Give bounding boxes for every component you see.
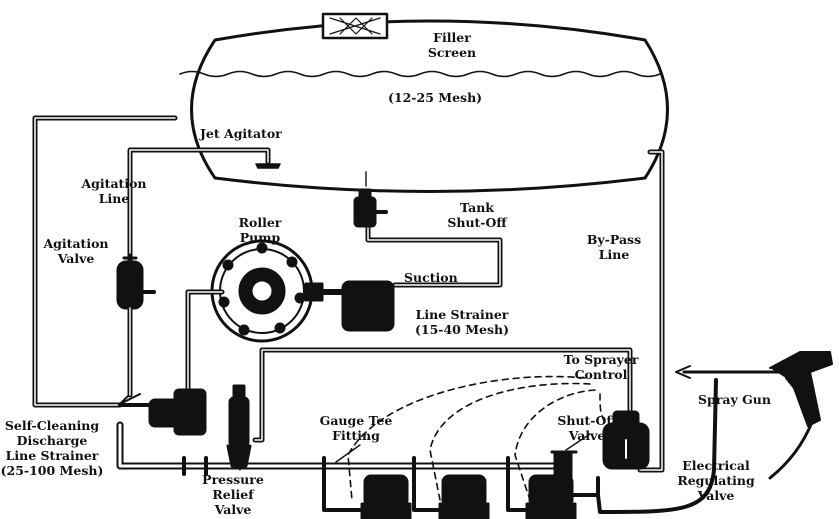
discharge-line-strainer [120,390,205,434]
agitation-valve [118,255,154,395]
tank-shutoff-label: Tank Shut-Off [444,200,510,230]
roller-pump [212,241,322,341]
filler-screen-label: Filler Screen [422,30,482,60]
agitation-line-label: Agitation Line [78,176,150,206]
shutoff-valve-label: Shut-Off Valve [556,413,618,443]
agitation-valve-label: Agitation Valve [40,236,112,266]
electrical-regulating-label: Electrical Regulating Valve [676,458,756,503]
pressure-relief-label: Pressure Relief Valve [200,472,266,517]
self-cleaning-strainer-label: Self-Cleaning Discharge Line Strainer (2… [0,418,104,478]
line-strainer-label: Line Strainer (15-40 Mesh) [412,307,512,337]
bypass-line-label: By-Pass Line [584,232,644,262]
filler-screen [323,14,387,38]
tank-shutoff-valve [355,190,386,226]
jet-agitator [256,164,280,168]
jet-agitator-label: Jet Agitator [200,126,282,141]
line-strainer [320,282,393,330]
suction-label: Suction [404,270,458,285]
spray-gun-label: Spray Gun [698,392,771,407]
roller-pump-label: Roller Pump [228,215,292,245]
boom-section-valves [324,474,575,519]
bypass-line [640,152,662,470]
filler-mesh-label: (12-25 Mesh) [388,90,482,105]
gauge-tee-label: Gauge Tee Fitting [318,413,394,443]
pressure-relief-valve [228,386,250,466]
to-sprayer-control-label: To Sprayer Control [556,352,646,382]
